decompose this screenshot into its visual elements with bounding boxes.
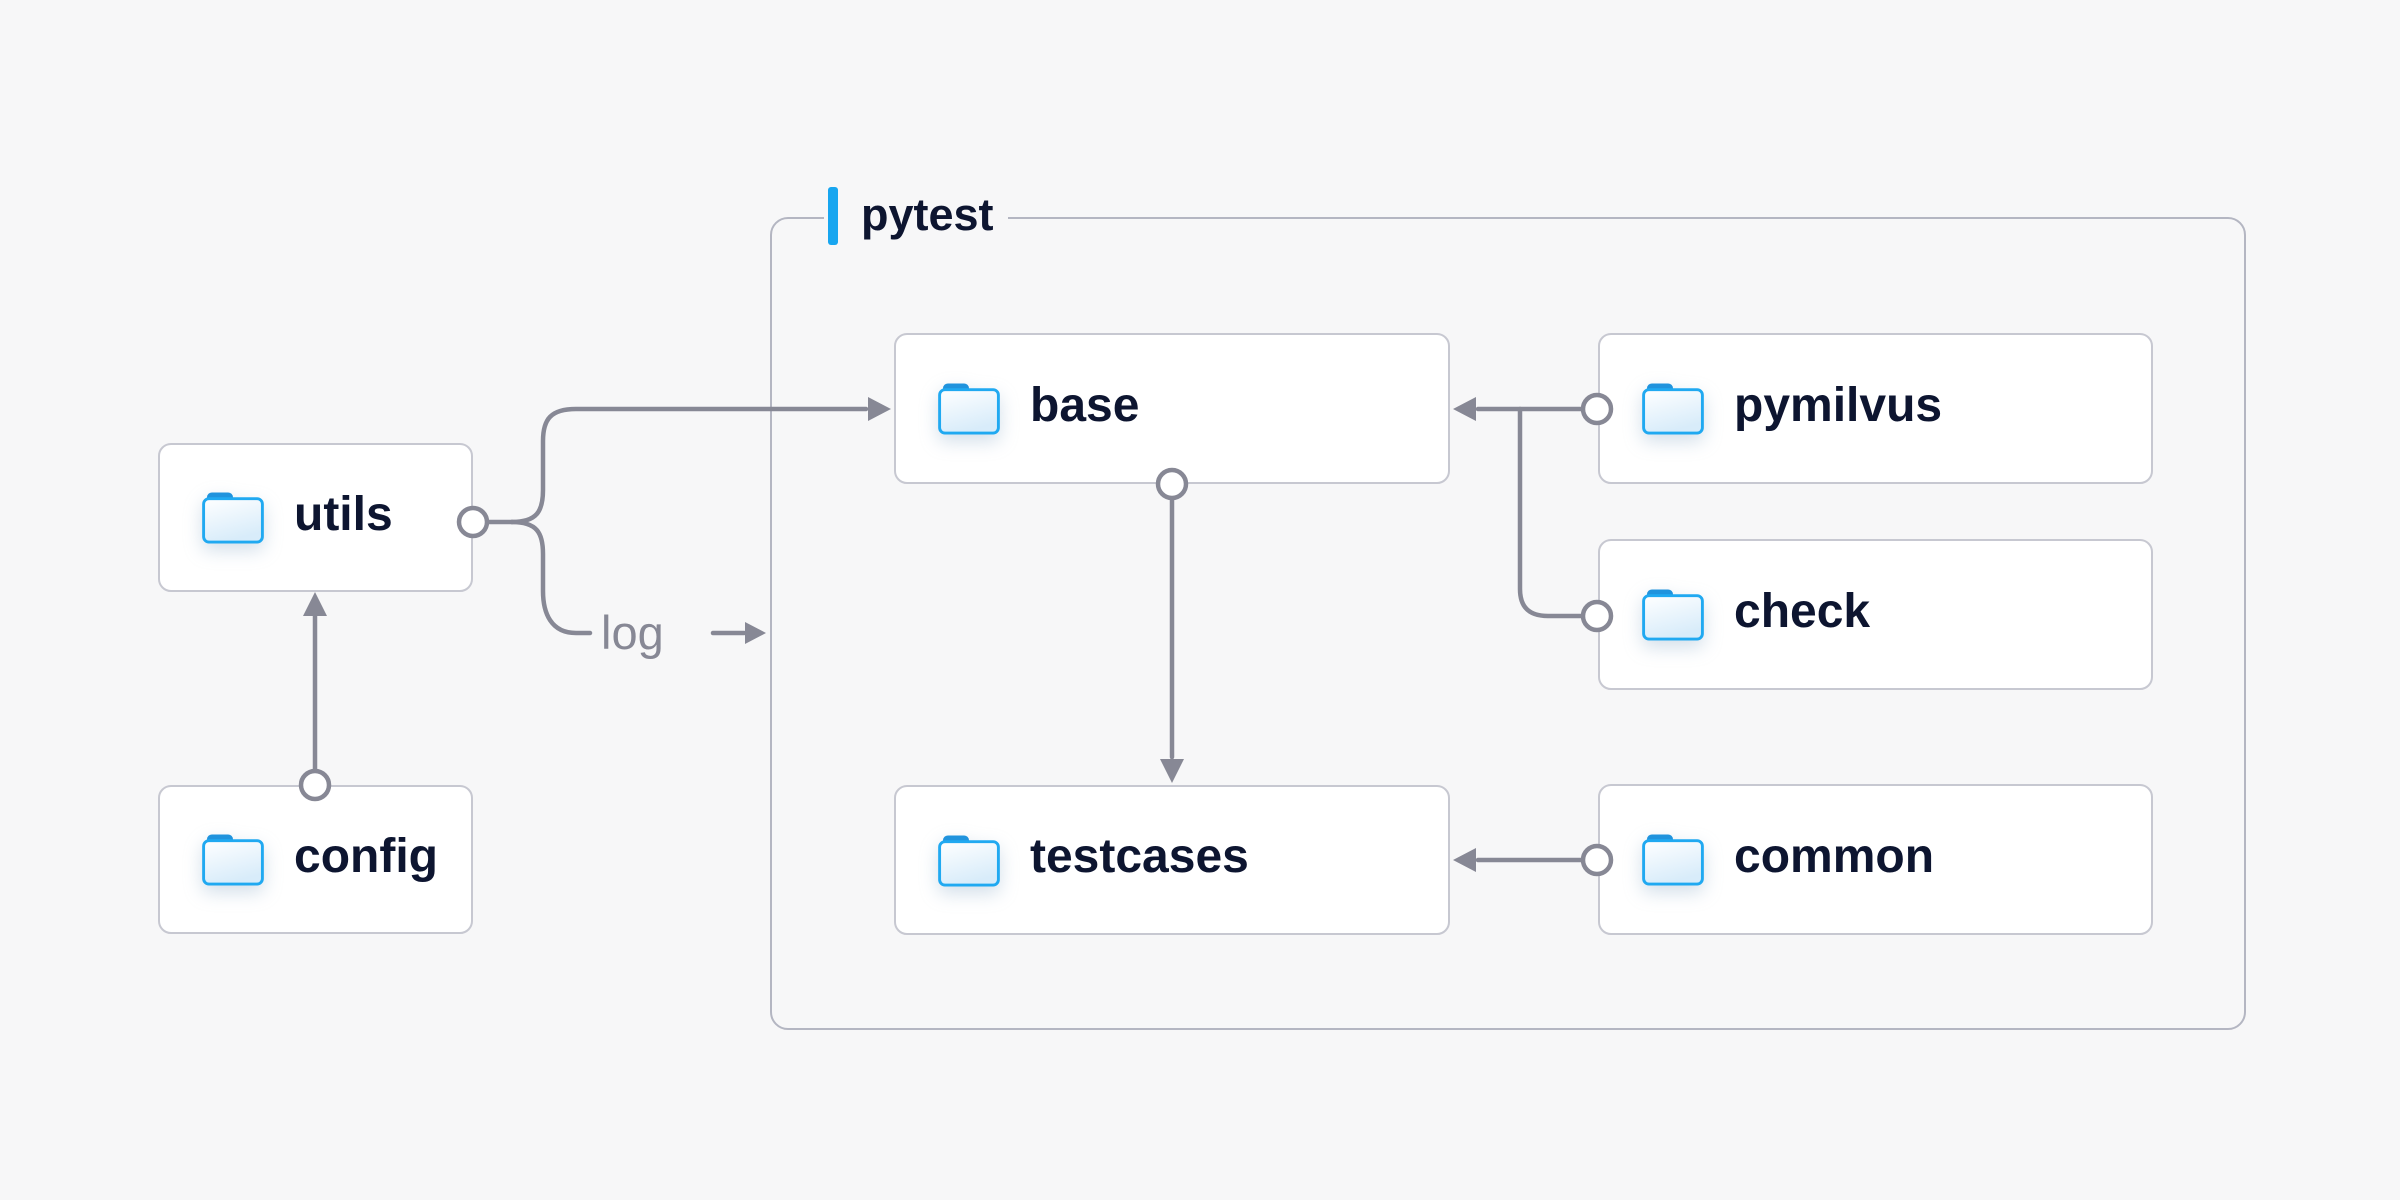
folder-icon	[938, 383, 1000, 435]
folder-icon	[1642, 834, 1704, 886]
node-pymilvus: pymilvus	[1598, 333, 2153, 484]
node-label: check	[1734, 584, 1871, 638]
pytest-container-label: pytest	[824, 185, 1008, 247]
folder-icon	[1642, 383, 1704, 435]
node-base: base	[894, 333, 1450, 484]
node-utils: utils	[158, 443, 473, 592]
folder-icon	[938, 834, 1000, 887]
node-check: check	[1598, 539, 2153, 690]
node-label: testcases	[1030, 830, 1249, 883]
pytest-container-title: pytest	[861, 188, 994, 240]
pytest-container	[770, 217, 2246, 1030]
folder-icon	[202, 834, 264, 886]
node-config: config	[158, 785, 473, 934]
folder-icon	[202, 492, 264, 544]
node-label: base	[1030, 378, 1140, 432]
node-label: common	[1734, 829, 1935, 883]
edge-label-log: log	[601, 606, 664, 659]
accent-bar-icon	[828, 187, 838, 245]
edge-utils-log	[509, 519, 593, 636]
arrowhead-log-icon	[745, 622, 766, 644]
node-label: config	[294, 829, 438, 883]
node-label: utils	[294, 487, 393, 541]
folder-icon	[1642, 589, 1704, 641]
node-testcases: testcases	[894, 785, 1450, 935]
arrowhead-up-icon	[303, 592, 327, 616]
node-label: pymilvus	[1734, 378, 1943, 432]
node-common: common	[1598, 784, 2153, 935]
